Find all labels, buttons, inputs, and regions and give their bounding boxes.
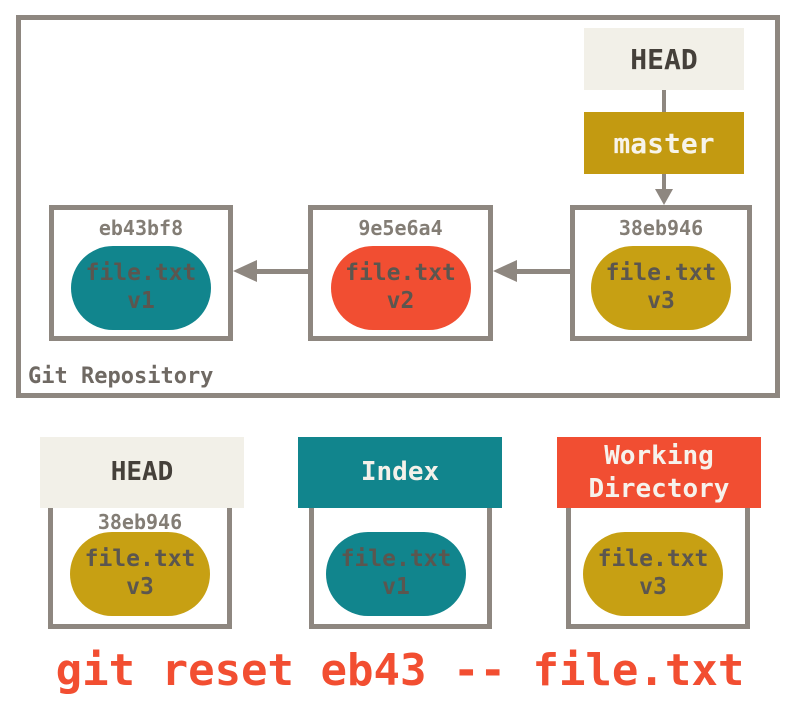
file-blob-v3: file.txt v3 <box>591 246 731 330</box>
index-area-title: Index <box>360 457 440 488</box>
head-area-title: HEAD <box>110 457 174 488</box>
head-to-master-connector <box>662 90 666 112</box>
working-directory-area-title: Working Directory <box>588 441 730 504</box>
commit-hash: 38eb946 <box>618 216 704 240</box>
commit-hash: 9e5e6a4 <box>358 216 443 240</box>
blob-file-name: file.txt <box>597 546 709 573</box>
master-branch-label: master <box>613 126 715 160</box>
blob-file-version: v3 <box>126 574 154 600</box>
blob-file-version: v1 <box>382 574 410 600</box>
blob-file-name: file.txt <box>605 260 717 287</box>
blob-file-version: v3 <box>647 288 675 314</box>
working-directory-area-header: Working Directory <box>557 437 761 508</box>
blob-file-name: file.txt <box>340 546 452 573</box>
file-blob-v2: file.txt v2 <box>330 246 471 330</box>
blob-file-version: v2 <box>386 288 415 314</box>
blob-file-name: file.txt <box>85 260 197 287</box>
index-area-file-blob: file.txt v1 <box>326 532 466 616</box>
head-pointer-box: HEAD <box>584 28 744 90</box>
arrow-left-icon <box>233 260 257 282</box>
commit-box-9e5e6a4: 9e5e6a4 file.txt v2 <box>308 205 493 341</box>
commit-box-38eb946: 38eb946 file.txt v3 <box>570 205 752 341</box>
commit-parent-arrow-line <box>257 269 308 274</box>
git-command-caption: git reset eb43 -- file.txt <box>55 645 745 696</box>
commit-parent-arrow-line <box>517 269 570 274</box>
file-blob-v1: file.txt v1 <box>71 246 211 330</box>
git-repository-box <box>16 15 780 398</box>
blob-file-version: v3 <box>639 574 667 600</box>
blob-file-name: file.txt <box>345 260 456 287</box>
arrow-left-icon <box>493 260 517 282</box>
head-area-header: HEAD <box>40 437 244 508</box>
blob-file-name: file.txt <box>84 546 196 573</box>
master-to-commit-connector <box>662 174 666 190</box>
commit-box-eb43bf8: eb43bf8 file.txt v1 <box>49 205 233 341</box>
working-directory-file-blob: file.txt v3 <box>583 532 723 616</box>
arrow-down-icon <box>655 189 673 205</box>
git-repository-label: Git Repository <box>28 364 214 389</box>
blob-file-version: v1 <box>127 288 155 314</box>
head-pointer-label: HEAD <box>630 42 698 76</box>
head-area-file-blob: file.txt v3 <box>70 532 210 616</box>
head-area-commit-hash: 38eb946 <box>97 510 183 534</box>
commit-hash: eb43bf8 <box>98 216 184 240</box>
master-branch-box: master <box>584 112 744 174</box>
index-area-header: Index <box>298 437 502 508</box>
